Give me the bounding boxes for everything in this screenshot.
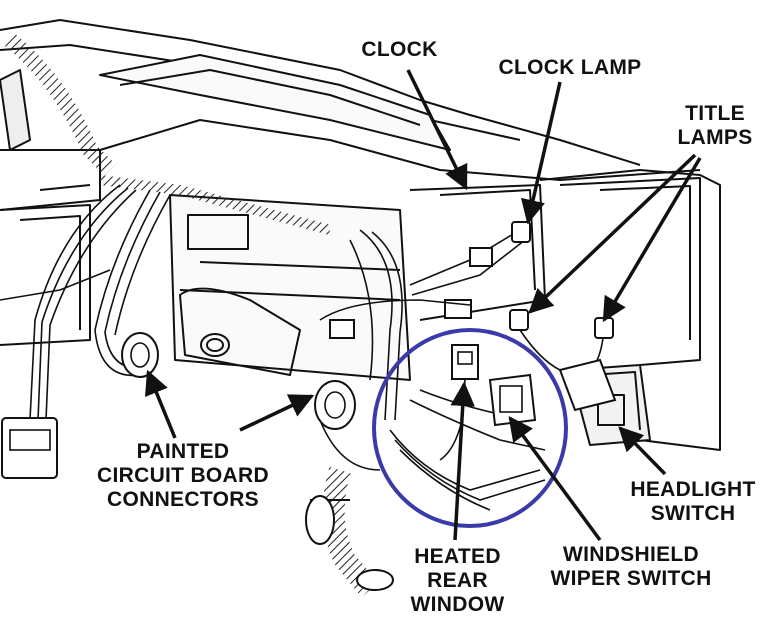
label-title-lamps: TITLE LAMPS bbox=[677, 102, 753, 149]
arrow-clock bbox=[406, 69, 468, 191]
arrow-headlight-switch bbox=[618, 426, 667, 476]
arrow-heated-rear-window bbox=[450, 381, 475, 541]
label-windshield-wiper-switch: WINDSHIELD WIPER SWITCH bbox=[550, 543, 712, 590]
label-painted-circuit-board-connectors: PAINTED CIRCUIT BOARD CONNECTORS bbox=[97, 440, 269, 511]
arrow-connector-2 bbox=[239, 394, 315, 432]
label-heated-rear-window: HEATED REAR WINDOW bbox=[410, 545, 505, 616]
arrow-wiper-switch bbox=[508, 416, 602, 542]
arrow-connector-1 bbox=[145, 369, 177, 439]
label-clock: CLOCK bbox=[361, 38, 438, 61]
arrow-clock-lamp bbox=[520, 81, 562, 225]
wiring-bundles bbox=[0, 184, 617, 598]
arrow-title-lamp-1 bbox=[528, 153, 697, 314]
label-clock-lamp: CLOCK LAMP bbox=[498, 56, 642, 79]
label-headlight-switch: HEADLIGHT SWITCH bbox=[630, 478, 756, 525]
arrow-title-lamp-2 bbox=[602, 157, 702, 323]
panel-housing bbox=[0, 19, 721, 451]
leader-arrows bbox=[145, 69, 702, 542]
highlight-circle bbox=[372, 328, 568, 528]
